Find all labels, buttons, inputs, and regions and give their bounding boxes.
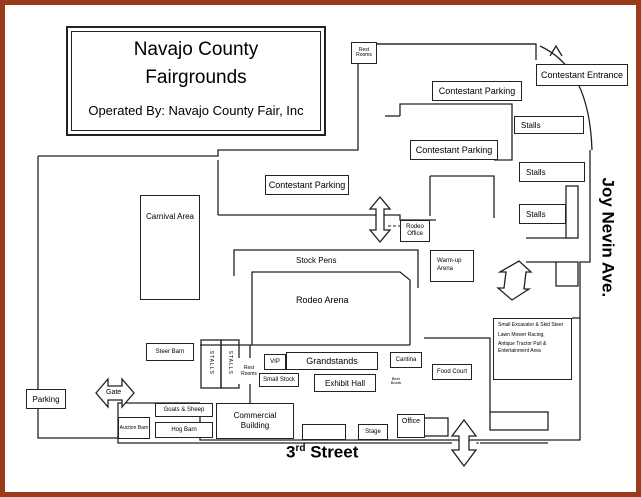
rodeo-office: Rodeo Office [400,220,430,242]
vip: VIP [264,354,286,370]
south-fence [199,318,581,441]
stalls-v2-label: STALLS [226,350,233,375]
food-court: Food Court [432,364,472,380]
warmup-fence [430,175,495,218]
goats-sheep: Goats & Sheep [155,403,213,417]
stage-left [302,424,346,440]
street-south: 3rd Street [286,443,358,462]
rest-rooms: Rest Rooms [238,358,260,384]
street-south-num: 3 [286,442,296,462]
food-area [424,337,491,412]
cantina: Cantina [390,352,422,368]
title-operator: Operated By: Navajo County Fair, Inc [88,103,304,118]
south-road [117,438,452,444]
south-box [489,411,549,431]
contestant-entrance: Contestant Entrance [536,64,628,86]
contestant-parking-3: Contestant Parking [265,175,349,195]
stalls-2: Stalls [519,162,585,182]
title-box: Navajo County Fairgrounds Operated By: N… [66,26,326,136]
entrance-post [565,185,579,239]
exhibit-hall: Exhibit Hall [314,374,376,392]
beer-booth: Beer Booth [386,372,406,390]
hog-barn: Hog Barn [155,422,213,438]
street-east: Joy Nevin Ave. [598,177,618,298]
commercial-building: Commercial Building [216,403,294,439]
small-stock: Small Stock [259,373,299,387]
events-line3: Antique Tractor Pull & Entertainment Are… [498,341,547,354]
events-line1: Small Excavator & Skid Steer [498,322,564,328]
rodeo-arena: Rodeo Arena [296,295,349,305]
events-area: Small Excavator & Skid Steer Lawn Mower … [493,318,572,380]
events-line2: Lawn Mower Racing, [498,331,545,338]
south-box-2 [423,417,449,437]
parking: Parking [26,389,66,409]
rest-rooms-top: Rest Rooms [351,42,377,64]
stock-pens: Stock Pens [296,256,337,265]
office: Office [397,414,425,438]
contestant-gate [549,44,563,57]
warmup-arrow [496,260,533,301]
auction-barn: Auction Barn [118,417,150,439]
rodeo-arrow [368,195,392,244]
entrance-road [539,45,593,151]
boundary-inner-1 [399,103,513,161]
street-south-rest: Street [305,442,359,462]
contestant-parking-2: Contestant Parking [410,140,498,160]
gate-label: Gate [106,389,122,396]
steer-barn: Steer Barn [146,343,194,361]
title-line2: Fairgrounds [145,67,247,88]
carnival-area: Carnival Area [140,195,200,300]
contestant-parking-1: Contestant Parking [432,81,522,101]
stock-pens-outline [233,249,419,288]
warmup-arena: Warm-up Arena [430,250,474,282]
title-line1: Navajo County [133,39,259,60]
east-fence [572,150,591,319]
stage: Stage [358,424,388,440]
stalls-1: Stalls [514,116,584,134]
stalls-marker [555,261,579,287]
stalls-3: Stalls [519,204,566,224]
gate-arrow [95,377,135,409]
rodeo-arena-outline [251,271,411,345]
stalls-v1-label: STALLS [207,350,214,375]
grandstands: Grandstands [286,352,378,370]
street-south-sup: rd [295,443,306,454]
south-arrow [450,418,478,468]
